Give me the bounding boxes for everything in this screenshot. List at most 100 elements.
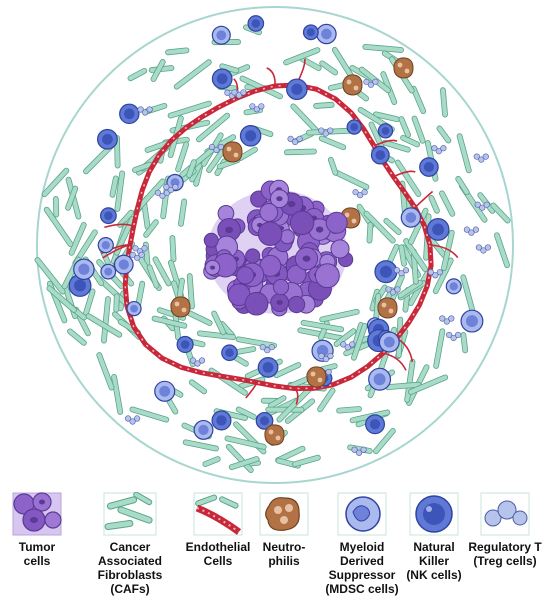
fibroblast (52, 196, 60, 218)
cell-nucleus (291, 83, 303, 95)
cell-nucleus (216, 73, 228, 85)
treg-cell (129, 418, 136, 425)
treg-cell (249, 103, 256, 110)
fibroblast (196, 330, 237, 341)
capillary-branch (382, 352, 407, 371)
tumor-cell (259, 202, 279, 222)
fibroblast (188, 379, 208, 395)
fibroblast (178, 198, 188, 227)
treg-cell (208, 143, 216, 151)
fibroblast (167, 100, 212, 119)
fibroblast (67, 328, 87, 346)
cell-nucleus (381, 126, 390, 135)
treg-cell (322, 355, 330, 363)
treg-cell (240, 89, 247, 96)
treg-cell (167, 186, 174, 194)
fibroblast (327, 156, 339, 176)
treg-cell (450, 334, 457, 342)
treg-cell (482, 153, 489, 160)
legend-label-treg: Regulatory T (Treg cells) (468, 540, 542, 568)
fibroblast (101, 296, 111, 344)
capillary-branch (104, 223, 134, 229)
treg-cell (372, 78, 379, 85)
treg-cell (138, 251, 145, 258)
fibroblast (235, 336, 277, 349)
treg-cell (134, 254, 141, 261)
fibroblast (46, 285, 77, 313)
cell-nucleus (465, 315, 478, 328)
fibroblast (400, 134, 421, 148)
treg-cell (287, 135, 294, 142)
fibroblast (363, 210, 396, 244)
fibroblast (41, 167, 70, 198)
fibroblast (283, 148, 317, 156)
fibroblast (152, 256, 172, 287)
tumor-cell (279, 229, 295, 245)
fibroblast (202, 456, 221, 467)
fibroblast (456, 133, 472, 174)
treg-cell (327, 127, 334, 134)
cell-nucleus (102, 133, 113, 145)
fibroblast (313, 101, 335, 109)
cell-nucleus (432, 223, 445, 236)
neutrophil-granule (181, 307, 187, 313)
cell-nucleus (180, 340, 190, 349)
fibroblast-icon (103, 492, 157, 536)
fibroblast (411, 115, 426, 144)
fibroblast (283, 47, 321, 66)
treg-cell (385, 286, 392, 293)
endothelial-icon (193, 492, 243, 536)
neutrophil-granule (310, 371, 316, 377)
treg-cell (124, 415, 132, 422)
tumor-mass (203, 179, 354, 317)
legend-item-mdsc: Myeloid Derived Suppressor (MDSC cells) (318, 492, 406, 596)
legend-item-nk: Natural Killer (NK cells) (402, 492, 466, 582)
treg-cell (427, 269, 434, 276)
fibroblast (410, 85, 427, 115)
treg-cell (473, 153, 480, 160)
cell-nucleus (216, 30, 227, 41)
fibroblast (113, 293, 120, 313)
treg-cell (163, 183, 170, 191)
treg-cell (318, 127, 325, 134)
treg-cell (436, 269, 443, 276)
fibroblast (43, 206, 74, 248)
neutrophil-granule (317, 377, 323, 383)
treg-cell (198, 357, 206, 364)
neutrophil-granule (388, 308, 394, 314)
cell-nucleus (350, 123, 359, 131)
cell-nucleus (104, 211, 113, 220)
treg-cell (448, 315, 455, 322)
fibroblast (319, 60, 339, 76)
fibroblast (373, 428, 396, 455)
treg-cell (440, 145, 447, 152)
fibroblast (397, 279, 423, 299)
legend-item-caf: Cancer Associated Fibroblasts (CAFs) (84, 492, 176, 596)
cell-nucleus (306, 28, 315, 37)
treg-cell (435, 148, 442, 155)
neutrophil-granule (233, 152, 239, 158)
capillary-branch (393, 170, 416, 178)
cell-nucleus (130, 304, 138, 313)
cell-nucleus (225, 348, 234, 357)
fibroblast (85, 313, 123, 338)
fibroblast (460, 332, 469, 354)
capillary-branch (414, 190, 434, 209)
tumor-cell (289, 210, 315, 236)
treg-cell (443, 318, 450, 325)
treg-cell (133, 415, 141, 422)
fibroblast (436, 125, 452, 144)
neutrophil-icon (259, 492, 309, 536)
treg-cell (172, 183, 179, 191)
fibroblast (151, 315, 188, 329)
treg-cell (472, 226, 480, 233)
treg-cell (132, 245, 139, 252)
neutrophil-granule (226, 146, 232, 152)
fibroblast (117, 209, 134, 228)
fibroblast (433, 328, 446, 369)
fibroblast (407, 374, 449, 395)
cell-nucleus (262, 362, 274, 373)
treg-cell (475, 244, 483, 251)
fibroblast (493, 232, 510, 269)
neutrophil-granule (381, 302, 387, 308)
